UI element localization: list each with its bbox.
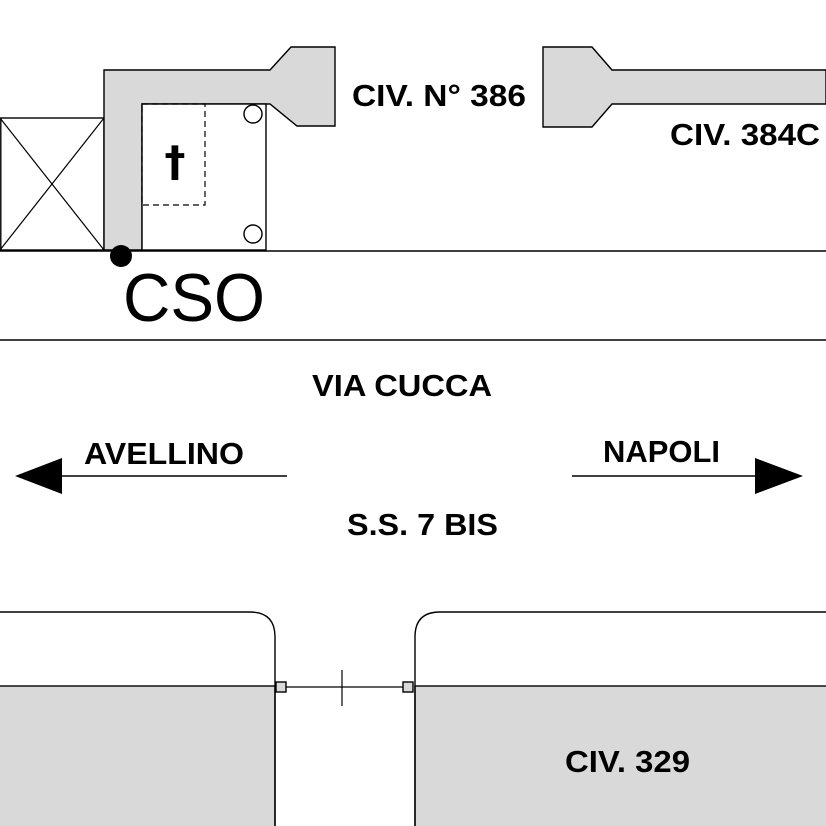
label-cso: CSO — [123, 260, 265, 336]
gate-post-right — [402, 681, 414, 693]
chapel-dashed-area — [141, 103, 206, 206]
label-civ-384c: CIV. 384C — [670, 117, 820, 152]
dot-marker-icon — [110, 245, 132, 267]
label-street-name: VIA CUCCA — [312, 368, 492, 403]
direction-left: AVELLINO — [15, 436, 287, 494]
crossed-box-diagonal-b — [0, 117, 105, 251]
arrow-left-icon — [15, 458, 287, 494]
crossed-box — [0, 117, 105, 251]
column-circle-bottom — [243, 224, 263, 244]
chapel-room-outline — [141, 103, 267, 251]
direction-right: NAPOLI — [572, 434, 803, 494]
chapel-cross-icon: † — [165, 137, 186, 186]
column-circle-top — [243, 104, 263, 124]
building-civ-329-outline — [414, 611, 826, 826]
label-direction-right: NAPOLI — [603, 434, 720, 469]
wall-civ-384c — [542, 46, 826, 128]
building-south-left-outline — [0, 611, 276, 826]
arrow-right-icon — [572, 458, 803, 494]
gate — [275, 670, 414, 706]
gate-post-left — [275, 681, 287, 693]
north-buildings: † CIV. N° 386 CIV. 384C — [0, 46, 826, 251]
chapel-room: † — [141, 103, 267, 251]
road: CSO VIA CUCCA AVELLINO NAPOLI S.S. 7 BIS — [0, 245, 826, 542]
label-road: S.S. 7 BIS — [347, 507, 498, 542]
building-civ-329: CIV. 329 — [414, 611, 826, 826]
label-civ-386: CIV. N° 386 — [352, 78, 526, 113]
south-buildings: CIV. 329 — [0, 611, 826, 826]
label-civ-329: CIV. 329 — [565, 744, 690, 779]
label-direction-left: AVELLINO — [84, 436, 244, 471]
building-civ-329-fill — [414, 685, 826, 826]
building-south-left-fill — [0, 685, 276, 826]
building-south-left — [0, 611, 276, 826]
